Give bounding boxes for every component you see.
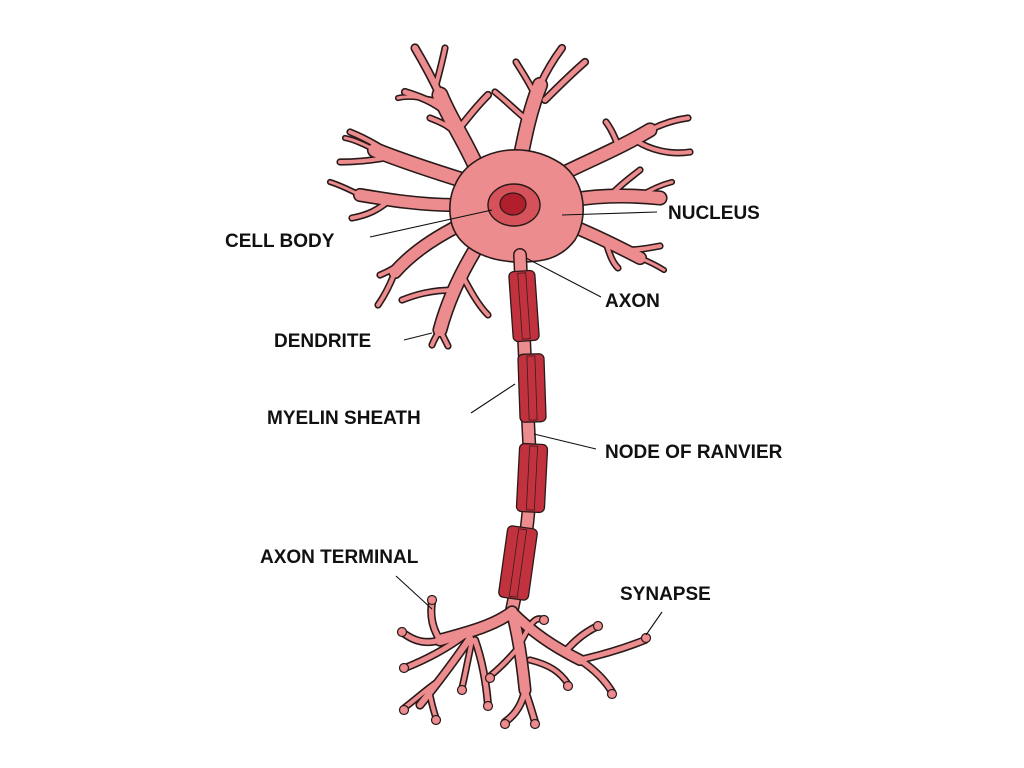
dendrite-branch: [537, 45, 565, 88]
label-myelin-sheath: MYELIN SHEATH: [267, 408, 421, 429]
nucleolus-shape: [499, 192, 527, 216]
nucleus: [487, 183, 541, 227]
terminal-branch: [402, 632, 468, 671]
axon-terminal-leader: [395, 575, 433, 610]
terminal-branch: [562, 623, 601, 655]
terminal-branch: [435, 607, 517, 645]
dendrite-branch: [604, 120, 622, 152]
synaptic-bouton: [640, 632, 652, 644]
synaptic-bouton: [456, 684, 468, 696]
labels: NUCLEUS CELL BODY AXON DENDRITE MYELIN S…: [225, 203, 783, 605]
nucleus-leader: [561, 211, 658, 216]
axon-terminals: [399, 599, 648, 725]
neuron-illustration: [326, 43, 694, 730]
dendrite-branch: [648, 116, 690, 132]
cell-body-leader: [369, 209, 493, 238]
dendrite-branch: [400, 288, 457, 302]
terminal-branch: [417, 635, 473, 708]
terminal-branch: [428, 599, 443, 643]
terminal-branch: [577, 657, 615, 695]
synaptic-bouton: [482, 700, 494, 712]
dendrite-branch: [542, 59, 588, 103]
dendrite-branch: [566, 189, 666, 206]
terminal-branch: [507, 607, 585, 665]
dendrite-branch: [428, 116, 464, 142]
label-axon-terminal: AXON TERMINAL: [260, 547, 419, 568]
myelin-sheath-leader: [470, 383, 516, 414]
dendrite-branch: [638, 256, 666, 272]
label-nucleus: NUCLEUS: [668, 203, 760, 224]
dendrite-branch: [638, 180, 674, 198]
synaptic-bouton: [606, 688, 618, 700]
label-cell-body: CELL BODY: [225, 231, 335, 252]
dendrites: [328, 45, 692, 348]
dendrite-branch: [376, 270, 397, 307]
dendrite-branch: [438, 328, 450, 348]
dendrite-branch: [368, 143, 469, 187]
synaptic-bouton: [430, 714, 442, 726]
dendrite-branch: [348, 130, 407, 165]
synaptic-bouton: [592, 620, 604, 632]
dendrite-branch: [402, 89, 455, 121]
synaptic-bouton: [396, 626, 408, 638]
terminal-branch: [460, 638, 474, 690]
label-dendrite: DENDRITE: [274, 331, 371, 352]
myelin-sheath-segment: [515, 442, 549, 514]
dendrite-branch: [328, 180, 362, 197]
terminal-branch: [472, 637, 491, 708]
synaptic-bouton: [398, 662, 410, 674]
label-synapse: SYNAPSE: [620, 584, 711, 605]
synaptic-bouton: [538, 614, 550, 626]
terminal-branch: [577, 637, 648, 663]
axon-leader: [525, 257, 602, 298]
dendrite-branch: [455, 92, 491, 133]
synaptic-boutons: [396, 594, 652, 730]
terminal-branch: [528, 658, 570, 686]
dendrite-branch: [633, 138, 692, 155]
dendrite-branch: [460, 273, 490, 317]
synaptic-bouton: [529, 718, 541, 730]
myelin-sheath-segment: [508, 269, 540, 343]
label-node-of-ranvier: NODE OF RANVIER: [605, 442, 783, 463]
dendrite-branch: [343, 136, 377, 152]
leader-lines: [369, 209, 663, 636]
synaptic-bouton: [426, 594, 438, 606]
dendrite-branch: [338, 155, 392, 164]
synaptic-bouton: [562, 680, 574, 692]
dendrite-branch: [514, 60, 537, 97]
dendrite-branch: [626, 244, 662, 252]
dendrite-branch: [350, 198, 392, 220]
myelin-sheath-segment: [498, 525, 538, 601]
dendrite-branch: [378, 253, 412, 277]
dendrite-branch: [608, 168, 642, 198]
myelin-sheath-segment: [517, 353, 547, 423]
synaptic-bouton: [398, 704, 410, 716]
dendrite-branch: [354, 189, 461, 211]
dendrite-branch: [396, 95, 448, 105]
synaptic-bouton: [484, 672, 496, 684]
myelin-sheaths: [498, 269, 549, 601]
dendrite-branch: [412, 45, 443, 98]
dendrite-branch: [434, 46, 447, 87]
synaptic-bouton: [499, 718, 511, 730]
dendrite-leader: [403, 332, 433, 341]
terminal-branch: [488, 646, 520, 678]
dendrite-branch: [493, 90, 529, 122]
synapse-leader: [645, 611, 663, 636]
node-of-ranvier-leader: [533, 433, 597, 450]
dendrite-branch: [603, 238, 620, 270]
label-axon: AXON: [605, 291, 660, 312]
dendrite-branch: [389, 219, 466, 278]
